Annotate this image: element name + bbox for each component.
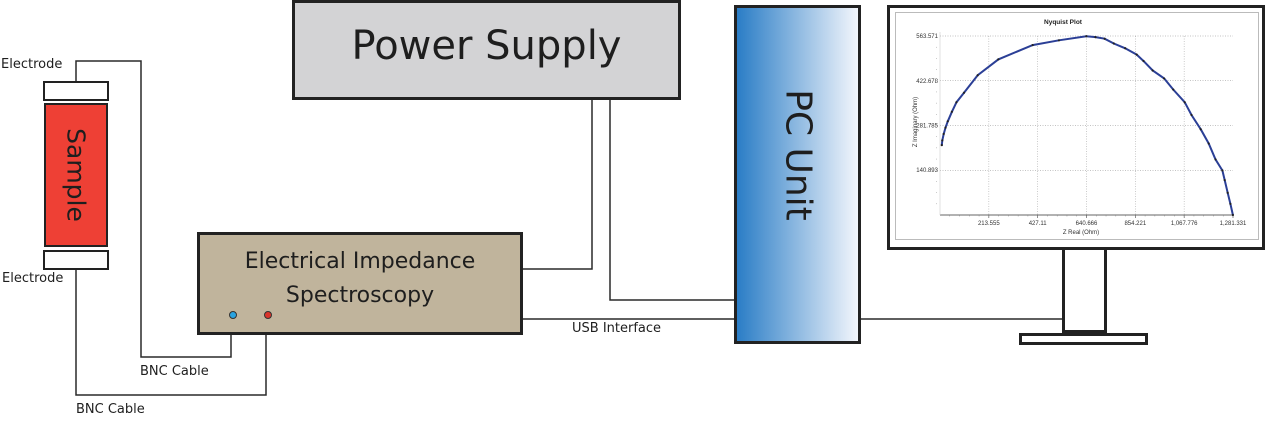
data-point [1214, 158, 1217, 161]
data-point [1199, 128, 1202, 131]
monitor-stand-neck [1062, 248, 1107, 333]
data-point [941, 139, 944, 142]
data-point [1112, 42, 1115, 45]
power-to-eis-wire [522, 99, 593, 270]
sample-label: Sample [61, 128, 91, 222]
plot-title: Nyquist Plot [1044, 19, 1083, 26]
y-tick-label: 140.893 [916, 168, 938, 174]
x-tick-label: 1,067.776 [1171, 221, 1198, 227]
nyquist-series-line [940, 35, 1234, 216]
data-point [1031, 43, 1034, 47]
pc-unit-label: PC Unit [777, 88, 818, 221]
data-point [942, 132, 945, 136]
data-point [1229, 202, 1232, 205]
power-supply-label: Power Supply [351, 23, 622, 69]
power-supply: Power Supply [292, 0, 681, 100]
data-point [1142, 59, 1145, 63]
data-point [1223, 178, 1226, 182]
data-point [1162, 77, 1166, 80]
plot-y-axis-label: Z Imaginary (Ohm) [913, 97, 919, 147]
bnc-cable-2-label: BNC Cable [76, 402, 145, 417]
data-point [997, 58, 1000, 61]
data-point [1221, 169, 1224, 172]
data-point [1124, 47, 1127, 50]
x-tick-label: 213.555 [978, 221, 1000, 227]
y-tick-label: 281.785 [916, 124, 938, 130]
plot-frame [895, 12, 1259, 240]
data-point [1190, 113, 1193, 117]
eis-label-line2: Spectroscopy [285, 283, 435, 308]
sample: Sample [44, 103, 108, 247]
data-point [1207, 142, 1210, 145]
data-point [1135, 53, 1138, 56]
data-point [1103, 37, 1106, 40]
eis-port-red[interactable] [264, 311, 272, 319]
plot-x-axis-label: Z Real (Ohm) [1063, 230, 1099, 236]
electrode-top-label: Electrode [1, 57, 63, 72]
nyquist-plot: 213.555 427.11 640.666 854.221 1,067.776 1,28… [895, 12, 1259, 240]
x-tick-label: 854.221 [1124, 221, 1146, 227]
data-point [1094, 36, 1097, 39]
y-tick-label: 422.678 [916, 79, 938, 85]
bnc-cable-2-wire [75, 270, 267, 396]
y-tick-label: 563.571 [916, 34, 938, 40]
data-point [1183, 101, 1186, 104]
x-tick-label: 427.11 [1029, 221, 1048, 227]
data-point [962, 91, 966, 94]
bnc-cable-1-wire [75, 60, 232, 358]
eis-port-blue[interactable] [229, 311, 237, 319]
data-point [1226, 191, 1229, 194]
plot-points [940, 35, 1235, 217]
data-point [1057, 39, 1061, 42]
data-point [1231, 213, 1235, 217]
power-to-pc-wire [609, 99, 735, 301]
pc-unit: PC Unit [734, 5, 861, 344]
x-tick-label: 1,281.331 [1220, 221, 1247, 227]
data-point [946, 120, 949, 123]
x-tick-label: 640.666 [1076, 221, 1098, 227]
data-point [944, 126, 947, 129]
data-point [950, 110, 953, 113]
electrode-bottom-label: Electrode [2, 271, 64, 286]
usb-interface-label: USB Interface [572, 321, 662, 336]
eis-label-line1: Electrical Impedance [244, 249, 476, 274]
data-point [976, 74, 979, 77]
monitor-stand-base [1019, 333, 1148, 345]
data-point [1151, 69, 1154, 72]
data-point [955, 101, 958, 104]
plot-ticks: 213.555 427.11 640.666 854.221 1,067.776 1,28… [916, 34, 1247, 227]
electrode-top [43, 81, 109, 101]
eis-unit: Electrical Impedance Spectroscopy [197, 232, 523, 335]
bnc-cable-1-label: BNC Cable [140, 364, 209, 379]
electrode-bottom [43, 250, 109, 270]
data-point [1085, 35, 1088, 38]
data-point [1172, 88, 1175, 91]
data-point [940, 144, 943, 147]
